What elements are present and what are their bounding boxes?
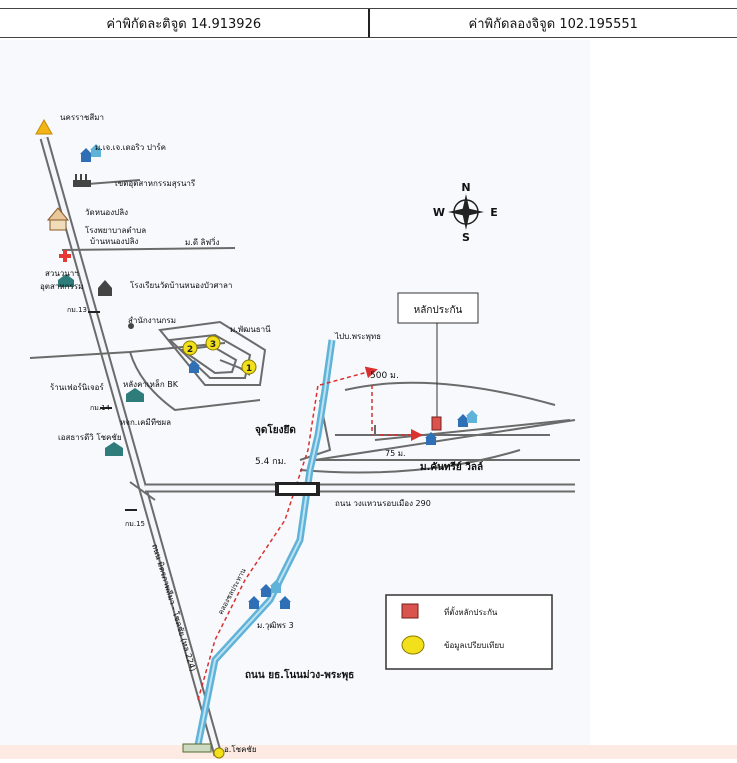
label-km15: กม.15 <box>125 520 145 528</box>
comparison-point-1: 1 <box>242 360 256 374</box>
label-to-phraphut: ไปบ.พระพุทธ <box>334 332 381 341</box>
label-park-ind-2: อุตสาหกรรม <box>40 282 83 291</box>
label-dist-500: 500 ม. <box>370 371 399 381</box>
label-phatthana: ม.พัฒนธานี <box>230 325 271 334</box>
collateral-plot <box>432 417 441 430</box>
map-legend: ที่ตั้งหลักประกัน ข้อมูลเปรียบเทียบ <box>386 595 552 669</box>
label-dist-75: 75 ม. <box>385 449 406 458</box>
label-km14: กม.14 <box>90 404 111 412</box>
compass-w: W <box>433 206 445 219</box>
label-temple: วัดหนองปลิง <box>85 208 128 217</box>
comparison-point-2: 2 <box>183 341 197 355</box>
comparison-point-bottom <box>214 748 224 758</box>
label-nakhon: นครราชสีมา <box>60 113 104 122</box>
location-map: N S E W 2 <box>0 40 737 759</box>
label-wutthiphon: ม.วุฒิพร 3 <box>257 621 294 630</box>
label-chemical: หจก.เคมีทีซผล <box>120 418 171 427</box>
compass-n: N <box>461 181 470 194</box>
label-hospital-2: บ้านหนองปลิง <box>90 237 138 246</box>
label-office: สำนักงานกรม <box>128 316 176 325</box>
compass-e: E <box>490 206 498 219</box>
label-furniture: ร้านเฟอร์นิเจอร์ <box>50 382 104 392</box>
label-industrial-zone: เขตอุตสาหกรรมสุรนารี <box>115 179 196 188</box>
comparison-num-1: 1 <box>246 364 252 374</box>
label-steel-bk: หลังคาเหล็ก BK <box>123 379 179 389</box>
label-food: เอสธารดีวิ โชคชัย <box>58 432 122 442</box>
legend-comparison-swatch <box>402 636 424 654</box>
label-park: ม.เจ.เจ.เดอริว ปาร์ค <box>95 142 166 152</box>
label-km13: กม.13 <box>67 306 87 314</box>
legend-collateral-label: ที่ตั้งหลักประกัน <box>444 606 498 617</box>
label-local-road: ถนน ยธ.โนนม่วง-พระพุธ <box>245 668 354 681</box>
longitude-label: ค่าพิกัดลองจิจูด 102.195551 <box>368 9 737 37</box>
collateral-label: หลักประกัน <box>414 305 463 316</box>
latitude-label: ค่าพิกัดละติจูด 14.913926 <box>0 9 368 37</box>
compass-s: S <box>462 231 470 244</box>
comparison-point-3: 3 <box>206 336 220 350</box>
bottom-strip <box>0 745 737 759</box>
chokchai-marker <box>183 744 211 752</box>
comparison-num-3: 3 <box>210 340 216 350</box>
label-dist-54: 5.4 กม. <box>255 457 286 467</box>
label-chokchai: อ.โชคชัย <box>224 744 257 754</box>
label-school: โรงเรียนวัดบ้านหนองบัวศาลา <box>130 280 232 290</box>
label-ring-road: ถนน วงแหวนรอบเมือง 290 <box>335 499 431 508</box>
bridge <box>275 482 320 496</box>
legend-collateral-swatch <box>402 604 418 618</box>
comparison-num-2: 2 <box>187 345 193 355</box>
label-kanthorn: ม.คันทรีย์ วิลล์ <box>420 461 483 473</box>
label-park-ind-1: สวนวนาฯ <box>45 269 79 278</box>
map-canvas: N S E W 2 <box>0 40 737 759</box>
coordinate-bar: ค่าพิกัดละติจูด 14.913926 ค่าพิกัดลองจิจ… <box>0 8 737 38</box>
label-dd-living: ม.ดี ลิฟวิ่ง <box>185 236 220 247</box>
legend-comparison-label: ข้อมูลเปรียบเทียบ <box>444 641 504 651</box>
label-reference-point: จุดโยงยึด <box>255 423 296 436</box>
label-hospital-1: โรงพยาบาลตำบล <box>85 225 146 235</box>
